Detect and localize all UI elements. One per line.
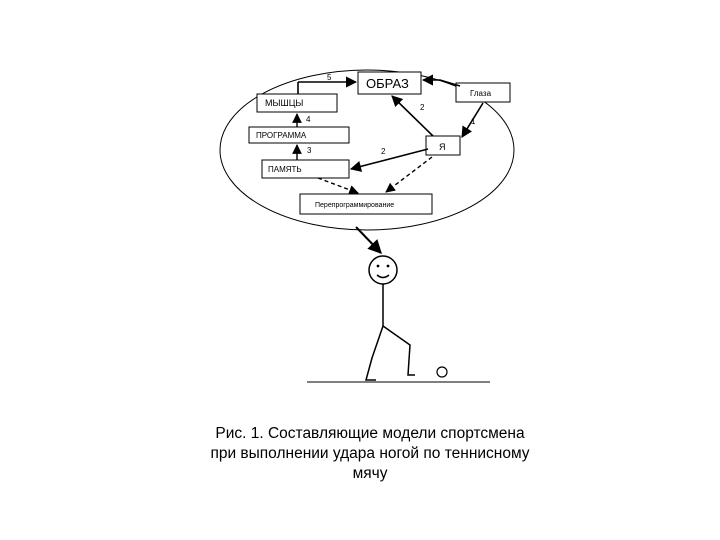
arrow-2-mid [349, 148, 429, 172]
pereprogrammirovanie-label: Перепрограммирование [315, 202, 394, 209]
number-5: 5 [327, 73, 332, 82]
myshtsy-label: МЫШЦЫ [265, 98, 303, 108]
tennis-ball [436, 366, 448, 378]
caption-line-1: Рис. 1. Составляющие модели спортсмена [215, 425, 525, 442]
arrow-1 [461, 102, 484, 138]
arrow-to-athlete [355, 226, 382, 255]
glaza-box [455, 82, 511, 103]
obraz-label: ОБРАЗ [366, 76, 409, 91]
mind-ellipse [219, 69, 515, 231]
glaza-label: Глаза [470, 89, 492, 98]
number-3: 3 [307, 146, 312, 155]
pamyat-box [261, 159, 350, 179]
ya-label: Я [439, 142, 446, 152]
number-1: 1 [471, 117, 476, 126]
athlete-head [368, 255, 398, 285]
caption-line-3: мячу [352, 465, 388, 482]
ya-box [425, 135, 461, 156]
number-2-mid: 2 [381, 147, 386, 156]
arrow-dashed-left [317, 177, 359, 195]
number-4: 4 [306, 115, 311, 124]
arrow-glaza-obraz [421, 74, 461, 87]
arrow-2-top [391, 95, 434, 137]
myshtsy-box [256, 93, 338, 113]
number-2-top: 2 [420, 103, 425, 112]
athlete-figure [365, 255, 415, 381]
arrow-dashed-right [385, 156, 433, 193]
obraz-box [357, 71, 422, 95]
figure-caption: Рис. 1. Составляющие модели спортсмена п… [190, 424, 550, 484]
pamyat-label: ПАМЯТЬ [268, 165, 302, 174]
programma-box [248, 126, 350, 144]
programma-label: ПРОГРАММА [256, 131, 307, 140]
caption-line-2: при выполнении удара ногой по теннисному [210, 445, 530, 462]
pereprogrammirovanie-box [299, 193, 433, 215]
